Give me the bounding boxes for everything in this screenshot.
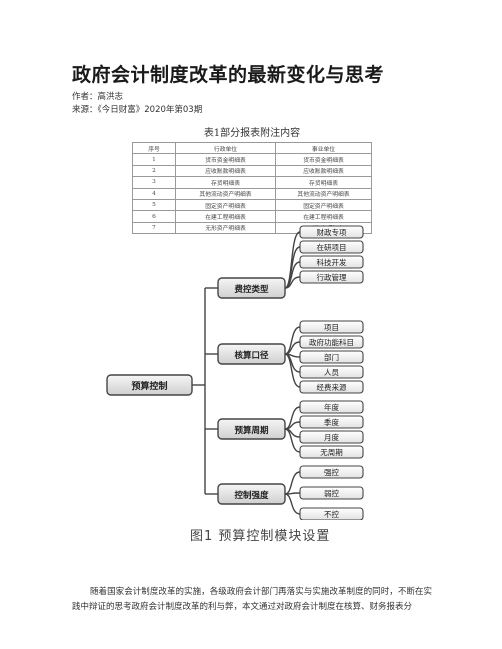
leaf-label: 财政专项: [317, 227, 347, 237]
budget-control-diagram: 预算控制 费控类型 核算口径 预算周期 控制强度 财政专项 在研项目 科技开发 …: [106, 225, 364, 520]
table-cell: 3: [132, 176, 176, 189]
group-node-cost-type: 费控类型: [217, 277, 286, 299]
leaf-node: 行政管理: [299, 270, 364, 284]
leaf-label: 强控: [324, 467, 339, 477]
table-header-cell: 序号: [132, 141, 176, 155]
article-title: 政府会计制度改革的最新变化与思考: [72, 64, 385, 86]
group-node-accounting-scope: 核算口径: [217, 343, 286, 365]
table-header-cell: 事业单位: [275, 141, 372, 155]
table-cell: 1: [132, 153, 176, 166]
leaf-node: 部门: [299, 350, 364, 364]
article-author: 作者：高洪志: [72, 92, 124, 102]
figure-caption: 图1 预算控制模块设置: [190, 529, 331, 544]
leaf-node: 人员: [299, 365, 364, 379]
connector-line: [284, 493, 301, 515]
root-node: 预算控制: [106, 374, 193, 396]
leaf-node: 无周期: [299, 445, 364, 459]
leaf-node: 强控: [299, 465, 364, 479]
group-label: 控制强度: [234, 490, 269, 501]
leaf-label: 经费来源: [317, 382, 347, 392]
leaf-label: 人员: [324, 368, 339, 377]
leaf-node: 弱控: [299, 486, 364, 500]
connector-line: [284, 353, 301, 388]
connector-line: [284, 471, 301, 495]
leaf-node: 季度: [299, 415, 364, 429]
leaf-label: 不控: [324, 509, 339, 519]
leaf-label: 科技开发: [317, 257, 347, 267]
table-cell: 7: [132, 221, 176, 235]
leaf-label: 政府功能科目: [309, 337, 354, 347]
leaf-label: 无周期: [320, 448, 343, 457]
leaf-label: 年度: [324, 402, 339, 412]
leaf-node: 年度: [299, 400, 364, 414]
group-label: 核算口径: [234, 350, 269, 361]
body-paragraph: 随着国家会计制度改革的实施，各级政府会计部门再落实与实施改革制度的同时，不断在实…: [72, 587, 432, 612]
leaf-label: 季度: [324, 417, 339, 427]
group-label: 费控类型: [234, 284, 269, 295]
leaf-label: 部门: [324, 352, 339, 362]
leaf-node: 政府功能科目: [299, 335, 364, 349]
table-header-row: 序号 行政单位 事业单位: [132, 141, 372, 155]
connector-line: [284, 276, 301, 289]
leaf-label: 月度: [324, 432, 339, 442]
root-label: 预算控制: [131, 380, 167, 392]
table-cell: 存货明细表: [175, 176, 276, 189]
table-caption: 表1部分报表附注内容: [203, 128, 301, 139]
leaf-node: 在研项目: [299, 240, 364, 254]
connector-line: [284, 428, 301, 453]
group-label: 预算周期: [234, 425, 269, 436]
group-node-budget-period: 预算周期: [217, 418, 286, 440]
leaf-label: 在研项目: [317, 242, 347, 252]
leaf-label: 行政管理: [317, 272, 347, 282]
leaf-node: 财政专项: [299, 225, 364, 239]
leaf-node: 不控: [299, 507, 364, 520]
leaf-label: 弱控: [324, 488, 339, 498]
table-cell: 应收账款明细表: [175, 164, 276, 178]
table-cell: 存货明细表: [275, 176, 372, 189]
table-cell: 应收账款明细表: [275, 164, 372, 178]
leaf-node: 项目: [299, 320, 364, 334]
article-source: 来源：《今日财富》2020年第03期: [72, 105, 203, 115]
leaf-node: 科技开发: [299, 255, 364, 269]
table-header-cell: 行政单位: [175, 141, 276, 155]
leaf-label: 项目: [324, 323, 339, 332]
group-node-control-strength: 控制强度: [217, 483, 286, 505]
connector-line: [284, 326, 301, 355]
diagram-connectors: [192, 231, 301, 515]
leaf-node: 月度: [299, 430, 364, 444]
table-cell: 2: [132, 164, 176, 178]
table-cell: 无形资产明细表: [175, 221, 276, 235]
table-cell: 货币资金明细表: [275, 153, 372, 166]
leaf-node: 经费来源: [299, 380, 364, 394]
table-cell: 货币资金明细表: [175, 153, 276, 166]
